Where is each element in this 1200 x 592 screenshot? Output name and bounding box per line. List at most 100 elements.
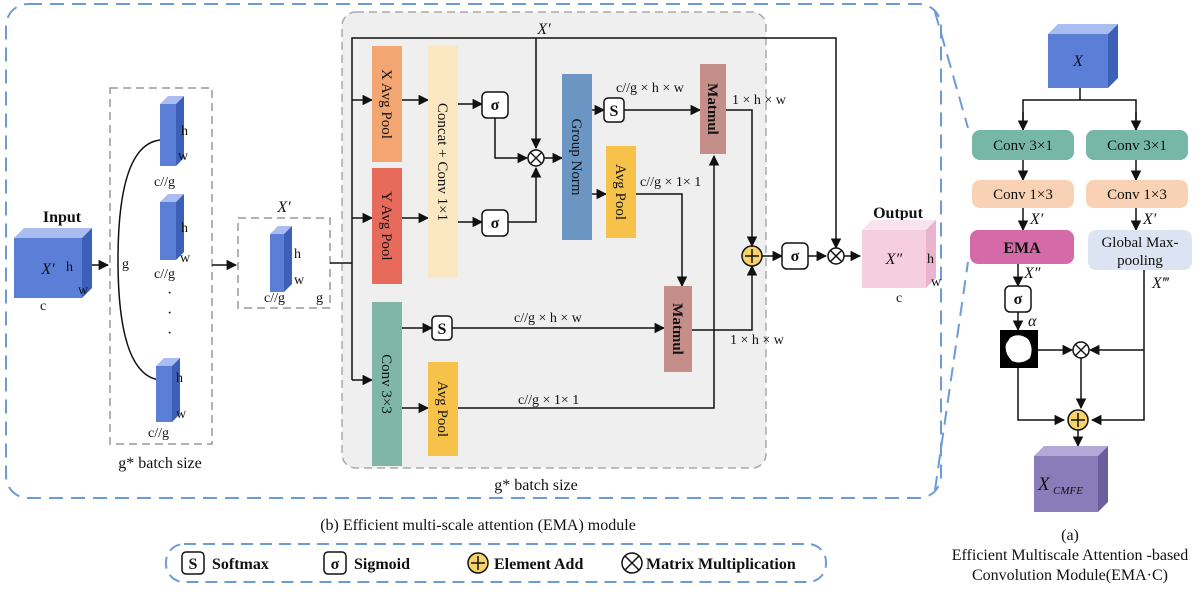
y-avg-pool-block bbox=[372, 168, 402, 284]
ema-caption: (b) Efficient multi-scale attention (EMA… bbox=[320, 517, 636, 534]
edge-avgpool-matmul1 bbox=[458, 154, 720, 409]
groups-brace bbox=[117, 139, 161, 381]
edge-mask-add bbox=[1017, 368, 1066, 426]
sigmoid-right-sym: σ bbox=[791, 248, 800, 265]
gmp-label-2: pooling bbox=[1117, 253, 1163, 269]
cmfe-output-var: X bbox=[1037, 474, 1051, 495]
avg-pool-bottom-label: Avg Pool bbox=[434, 381, 450, 437]
groups-dim-g: g bbox=[122, 257, 129, 272]
avg-pool-top-block bbox=[606, 146, 636, 238]
conv13-right-block bbox=[1086, 180, 1188, 208]
conv3x3-label: Conv 3×3 bbox=[378, 354, 394, 414]
label-cg-11-bottom: c//g × 1× 1 bbox=[518, 393, 579, 408]
cmfe-input-cube bbox=[1048, 24, 1118, 88]
cmfe-xprime-right: X′ bbox=[1142, 211, 1157, 228]
slice3-h: h bbox=[176, 371, 183, 386]
conv31-left-block bbox=[972, 130, 1074, 160]
group-slice-2 bbox=[160, 194, 184, 260]
input-dim-c: c bbox=[40, 299, 46, 314]
conv13-left-block bbox=[972, 180, 1074, 208]
cmfe-alpha: α bbox=[1028, 313, 1037, 330]
group-slice-1 bbox=[160, 96, 184, 166]
conv31-right-block bbox=[1086, 130, 1188, 160]
matmul-bottom-block bbox=[664, 286, 692, 372]
group-norm-block bbox=[562, 74, 592, 240]
slice3-cg: c//g bbox=[148, 426, 169, 441]
sigmoid-top-sym: σ bbox=[491, 97, 500, 114]
edge-avgpool-matmul2 bbox=[636, 193, 688, 288]
slice1-w: w bbox=[178, 149, 189, 164]
matmul-top-block bbox=[700, 64, 726, 154]
softmax-top-sym: S bbox=[610, 103, 619, 120]
input-cube bbox=[14, 228, 92, 298]
legend-softmax-sym: S bbox=[189, 556, 198, 573]
xprime-w: w bbox=[294, 273, 305, 288]
cmfe-matmul-op-x bbox=[1075, 344, 1087, 356]
input-title: Input bbox=[43, 209, 82, 226]
batch-size-main: g* batch size bbox=[494, 477, 578, 494]
cmfe-add-op-plus bbox=[1071, 413, 1085, 427]
cmfe-xprime-left: X′ bbox=[1029, 211, 1044, 228]
legend-softmax-box bbox=[181, 551, 205, 575]
label-cg-11-top: c//g × 1× 1 bbox=[640, 175, 701, 190]
input-dim-h: h bbox=[66, 260, 73, 275]
legend-frame bbox=[165, 543, 827, 583]
conv13-left-label: Conv 1×3 bbox=[993, 187, 1053, 203]
conv31-left-label: Conv 3×1 bbox=[993, 138, 1053, 154]
caption-a: (a) bbox=[1061, 527, 1079, 544]
edge-matmul1-add bbox=[726, 109, 758, 248]
matmul-bottom-label: Matmul bbox=[669, 303, 685, 355]
legend-sigmoid: Sigmoid bbox=[354, 556, 410, 573]
attention-mask-image bbox=[1000, 330, 1038, 368]
avg-pool-top-label: Avg Pool bbox=[612, 164, 628, 220]
xprime-slice bbox=[270, 226, 292, 292]
output-dim-c: c bbox=[896, 291, 902, 306]
edge-skip-add bbox=[1090, 350, 1145, 426]
cmfe-input-var: X bbox=[1072, 53, 1084, 70]
legend-add-plus bbox=[471, 556, 485, 570]
edge-sig1-mul bbox=[494, 118, 529, 164]
legend-softmax: Softmax bbox=[212, 556, 269, 573]
output-cube bbox=[862, 220, 936, 288]
slice2-h: h bbox=[181, 221, 188, 236]
legend-add: Element Add bbox=[494, 556, 583, 573]
ellipsis-3: · bbox=[167, 325, 172, 342]
concat-conv-label: Concat + Conv 1×1 bbox=[434, 103, 450, 221]
input-var: X′ bbox=[40, 261, 55, 278]
matmul-top-label: Matmul bbox=[704, 83, 720, 135]
x-avg-pool-label: X Avg Pool bbox=[378, 69, 394, 139]
edge-xprime-skip bbox=[351, 37, 842, 250]
group-slice-3 bbox=[156, 358, 180, 422]
groups-dashed-box bbox=[109, 87, 213, 445]
legend-matmul-x bbox=[624, 555, 640, 571]
output-dim-h: h bbox=[927, 252, 934, 267]
concat-conv-block bbox=[428, 46, 458, 278]
label-1hw-bottom: 1 × h × w bbox=[730, 333, 785, 348]
slice1-h: h bbox=[181, 124, 188, 139]
legend-sigmoid-box bbox=[323, 551, 347, 575]
avg-pool-bottom-block bbox=[428, 362, 458, 456]
ellipsis-1: · bbox=[167, 285, 172, 302]
caption-a-line1: Efficient Multiscale Attention -based bbox=[952, 547, 1189, 564]
xprime-h: h bbox=[294, 247, 301, 262]
slice2-w: w bbox=[180, 251, 191, 266]
slice3-w: w bbox=[176, 407, 187, 422]
ellipsis-2: · bbox=[167, 305, 172, 322]
cmfe-x3: X‴ bbox=[1151, 275, 1170, 292]
input-dim-w: w bbox=[78, 283, 89, 298]
zoom-line-bottom bbox=[934, 261, 969, 491]
softmax-bottom-sym: S bbox=[438, 321, 447, 338]
output-var: X″ bbox=[885, 251, 903, 268]
output-title: Output bbox=[873, 205, 923, 222]
xprime-label: X′ bbox=[276, 199, 291, 216]
x-avg-pool-block bbox=[372, 46, 402, 162]
group-norm-label: Group Norm bbox=[568, 118, 584, 195]
add-op-plus bbox=[745, 249, 759, 263]
cmfe-x2: X″ bbox=[1023, 265, 1041, 282]
xprime-cg: c//g bbox=[264, 291, 285, 306]
ema-block bbox=[970, 230, 1074, 264]
batch-size-left: g* batch size bbox=[118, 455, 202, 472]
y-avg-pool-label: Y Avg Pool bbox=[378, 191, 394, 260]
cmfe-output-cube bbox=[1034, 446, 1108, 512]
slice2-cg: c//g bbox=[154, 267, 175, 282]
